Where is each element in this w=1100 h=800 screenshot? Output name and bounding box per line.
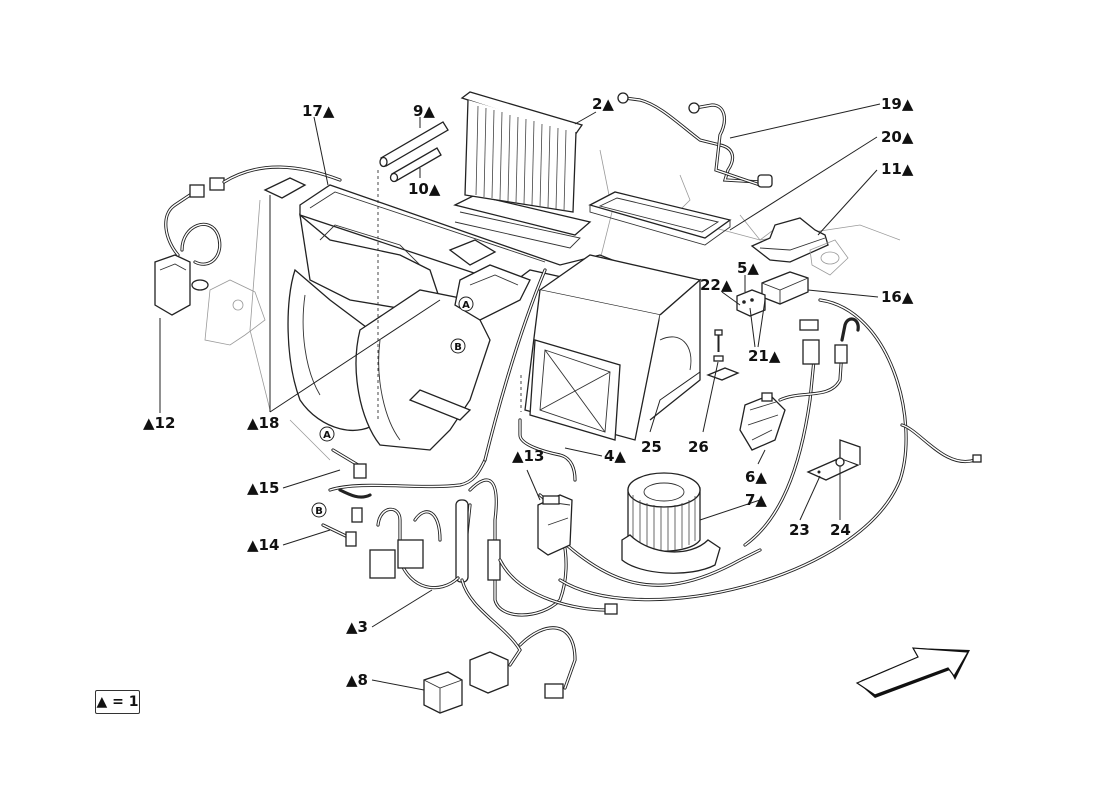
part-4-drain-hose[interactable] xyxy=(518,418,577,482)
part-23-plate[interactable] xyxy=(806,439,861,481)
part-5-bracket[interactable] xyxy=(736,289,766,317)
part-10-tube[interactable] xyxy=(389,147,442,183)
part-24-nut[interactable] xyxy=(835,457,845,467)
callout-18: ▲18 xyxy=(247,414,279,432)
hvac-housing[interactable] xyxy=(263,177,702,451)
callout-22: 22▲ xyxy=(700,276,733,294)
part-19-ac-pipe[interactable] xyxy=(617,92,773,188)
part-7-blower-fan[interactable] xyxy=(621,472,721,574)
callout-3: ▲3 xyxy=(346,618,368,636)
ref-marker-b-unit: B xyxy=(450,338,466,354)
callout-14: ▲14 xyxy=(247,536,279,554)
callout-10: 10▲ xyxy=(408,180,441,198)
svg-text:B: B xyxy=(315,506,323,517)
svg-text:A: A xyxy=(323,430,331,441)
callout-labels: 17▲ 9▲ 10▲ 2▲ 19▲ 20▲ 11▲ 5▲ 22▲ 16▲ 21▲… xyxy=(143,95,914,689)
part-14-sensor[interactable] xyxy=(321,507,363,547)
part-13-control-module[interactable] xyxy=(537,494,573,556)
callout-13: ▲13 xyxy=(512,447,544,465)
legend-box: ▲ = 1 xyxy=(95,690,140,714)
callout-24: 24 xyxy=(830,521,851,539)
part-26-bolt[interactable] xyxy=(713,329,724,362)
part-9-tube[interactable] xyxy=(379,121,449,168)
callout-17: 17▲ xyxy=(302,102,335,120)
part-16-module[interactable] xyxy=(761,271,809,305)
part-11-duct-seal[interactable] xyxy=(750,217,849,276)
part-12-actuator[interactable] xyxy=(154,165,342,346)
leader-lines xyxy=(159,103,881,691)
callout-19: 19▲ xyxy=(881,95,914,113)
callout-20: 20▲ xyxy=(881,128,914,146)
callout-6: 6▲ xyxy=(745,468,767,486)
svg-text:A: A xyxy=(462,300,470,311)
callout-26: 26 xyxy=(688,438,709,456)
ref-marker-a-sensor: A xyxy=(319,426,335,442)
legend-text: ▲ = 1 xyxy=(96,694,139,710)
callout-12: ▲12 xyxy=(143,414,175,432)
callout-25: 25 xyxy=(641,438,662,456)
svg-text:B: B xyxy=(454,342,462,353)
callout-5: 5▲ xyxy=(737,259,759,277)
part-6-actuator[interactable] xyxy=(739,392,786,451)
ref-marker-a-unit: A xyxy=(458,296,474,312)
direction-arrow-icon xyxy=(855,647,970,698)
part-25-bracket[interactable] xyxy=(706,367,740,381)
callout-21: 21▲ xyxy=(748,347,781,365)
ref-marker-b-sensor: B xyxy=(311,502,327,518)
callout-15: ▲15 xyxy=(247,479,279,497)
callout-9: 9▲ xyxy=(413,102,435,120)
callout-16: 16▲ xyxy=(881,288,914,306)
part-8-relay[interactable] xyxy=(423,671,463,714)
callout-7: 7▲ xyxy=(745,491,767,509)
callout-4: 4▲ xyxy=(604,447,626,465)
part-3-wiring-harness[interactable] xyxy=(328,268,982,699)
callout-11: 11▲ xyxy=(881,160,914,178)
part-2-filter[interactable] xyxy=(460,91,584,213)
part-20-gasket[interactable] xyxy=(588,191,732,246)
callout-23: 23 xyxy=(789,521,810,539)
callout-8: ▲8 xyxy=(346,671,368,689)
callout-2: 2▲ xyxy=(592,95,614,113)
part-15-sensor[interactable] xyxy=(331,448,372,499)
